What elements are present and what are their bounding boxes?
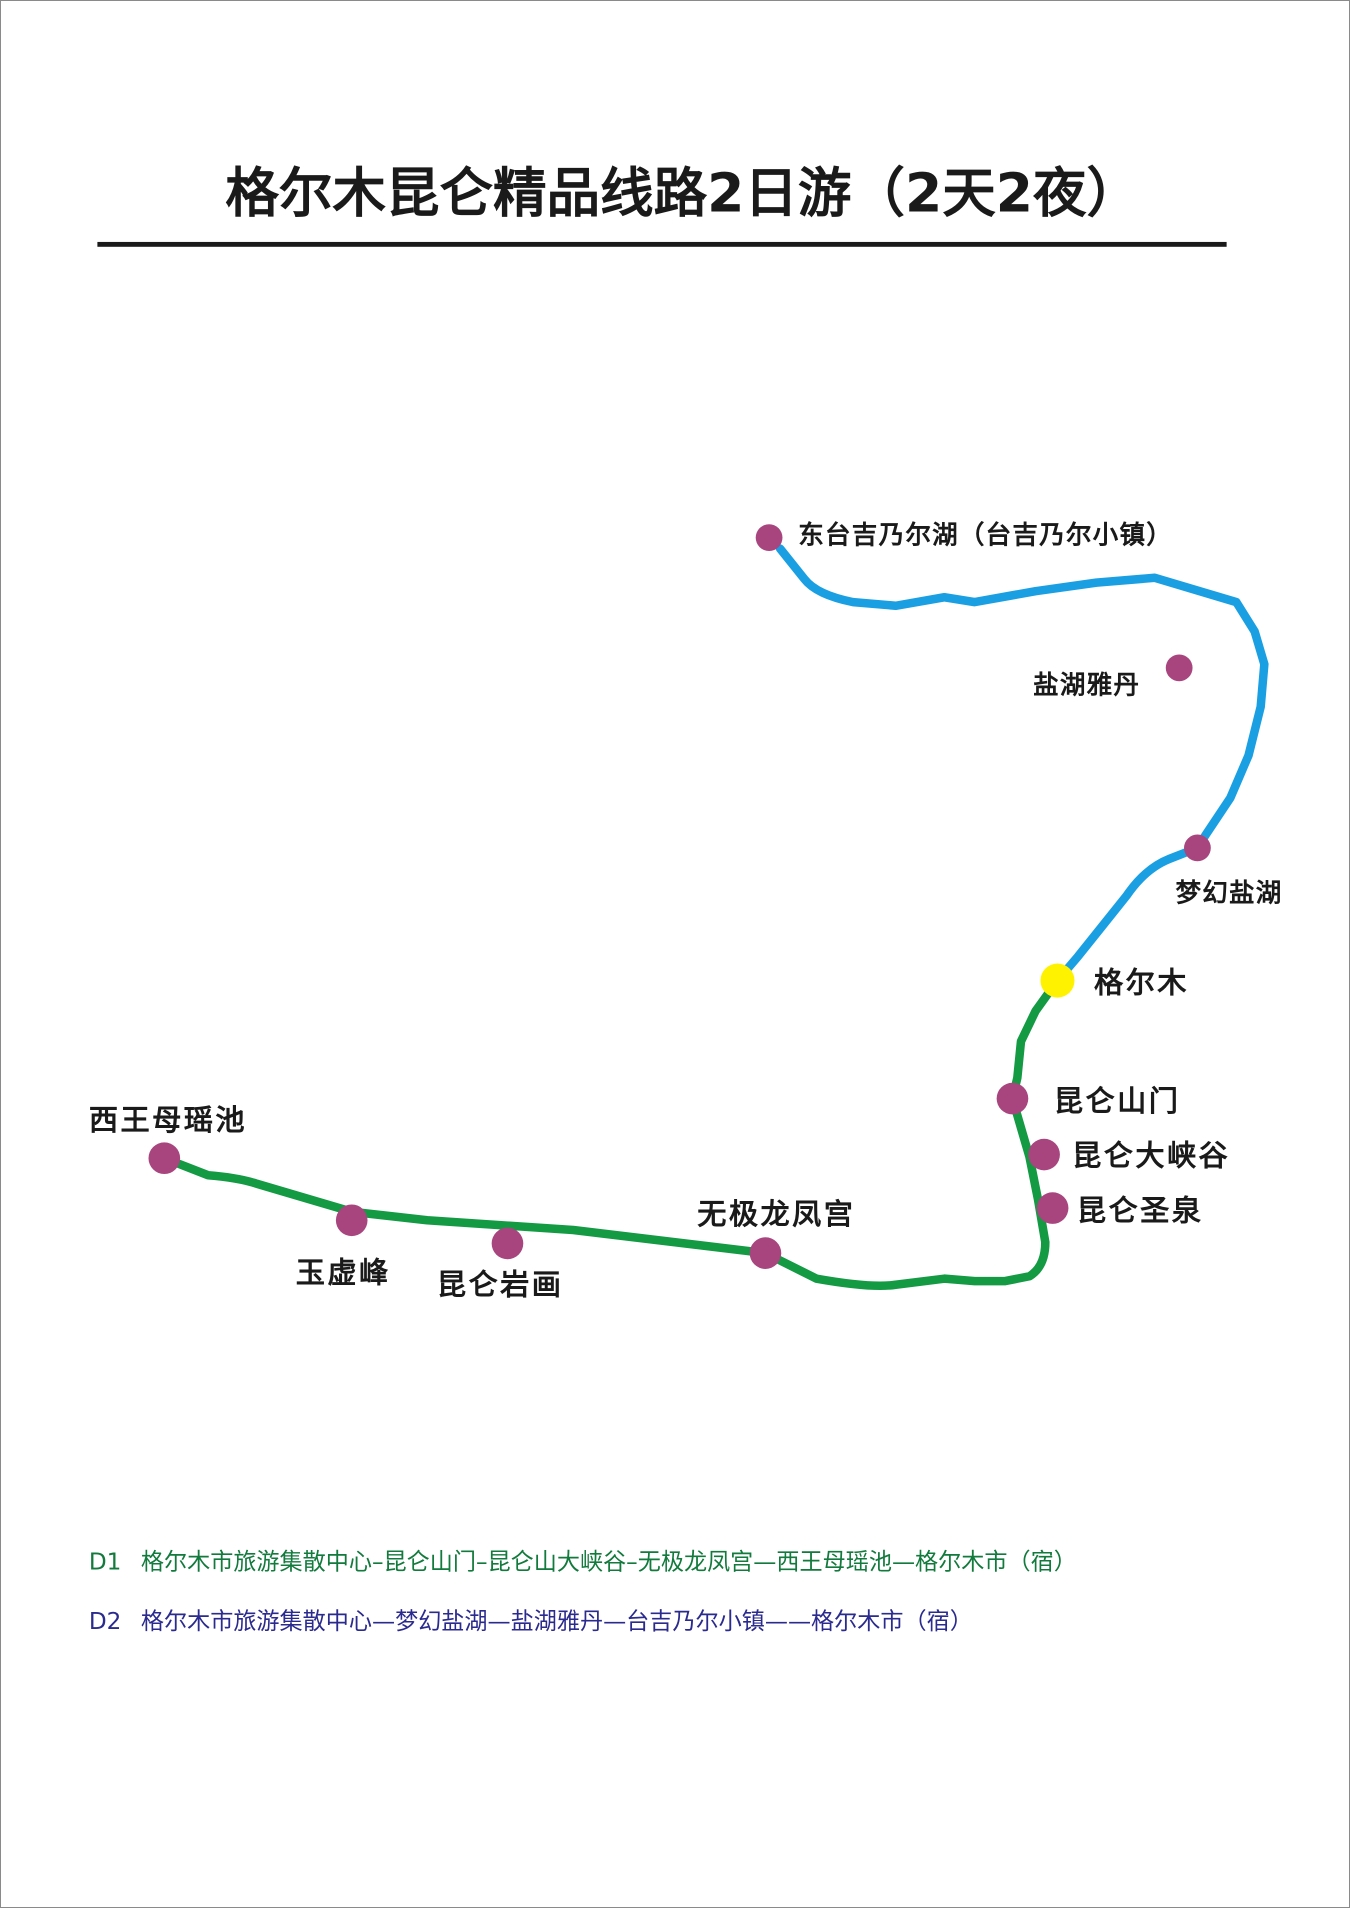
stop-dot-kunlun-gate <box>996 1082 1029 1115</box>
stop-dot-kunlun-rock-art <box>491 1227 524 1260</box>
stop-dot-wuji-palace <box>749 1237 782 1269</box>
stop-dot-xiwangmu-pool <box>148 1142 181 1175</box>
stop-dot-yuxu-peak <box>335 1204 368 1237</box>
stop-dot-dongtaijinaier-lake <box>755 524 783 552</box>
stop-label-dongtaijinaier-lake: 东台吉乃尔湖（台吉乃尔小镇） <box>798 521 1173 551</box>
stop-label-salt-lake-yardang: 盐湖雅丹 <box>1033 670 1140 700</box>
itinerary-day1-route: 格尔木市旅游集散中心–昆仑山门–昆仑山大峡谷–无极龙凤宫—西王母瑶池—格尔木市（… <box>141 1550 1077 1576</box>
itinerary-day2: D2 格尔木市旅游集散中心—梦幻盐湖—盐湖雅丹—台吉乃尔小镇——格尔木市（宿） <box>89 1609 973 1635</box>
stop-label-kunlun-gate: 昆仑山门 <box>1054 1084 1181 1118</box>
itinerary-day2-route: 格尔木市旅游集散中心—梦幻盐湖—盐湖雅丹—台吉乃尔小镇——格尔木市（宿） <box>141 1609 973 1635</box>
stop-label-wuji-palace: 无极龙凤宫 <box>697 1197 855 1231</box>
title-underline <box>97 241 1227 247</box>
stop-dot-kunlun-spring <box>1036 1192 1069 1224</box>
stop-dot-salt-lake-yardang <box>1165 654 1193 682</box>
stop-label-xiwangmu-pool: 西王母瑶池 <box>89 1103 247 1137</box>
day1-route-line <box>160 976 1062 1290</box>
stop-label-kunlun-canyon: 昆仑大峡谷 <box>1072 1139 1230 1173</box>
hub-dot-golmud <box>1040 963 1075 998</box>
hub-label-golmud: 格尔木 <box>1094 966 1189 1000</box>
day2-route-line <box>775 544 1269 985</box>
stop-label-kunlun-spring: 昆仑圣泉 <box>1077 1193 1204 1227</box>
stop-label-dream-salt-lake: 梦幻盐湖 <box>1176 878 1283 908</box>
itinerary-day2-label: D2 <box>89 1609 122 1635</box>
stop-label-yuxu-peak: 玉虚峰 <box>296 1255 391 1289</box>
stop-dot-dream-salt-lake <box>1184 834 1211 862</box>
page-title: 格尔木昆仑精品线路2日游（2天2夜） <box>225 162 1140 225</box>
itinerary-day1: D1 格尔木市旅游集散中心–昆仑山门–昆仑山大峡谷–无极龙凤宫—西王母瑶池—格尔… <box>89 1550 1077 1576</box>
stop-dot-kunlun-canyon <box>1028 1138 1060 1171</box>
itinerary-day1-label: D1 <box>89 1550 122 1576</box>
stop-label-kunlun-rock-art: 昆仑岩画 <box>437 1267 564 1301</box>
